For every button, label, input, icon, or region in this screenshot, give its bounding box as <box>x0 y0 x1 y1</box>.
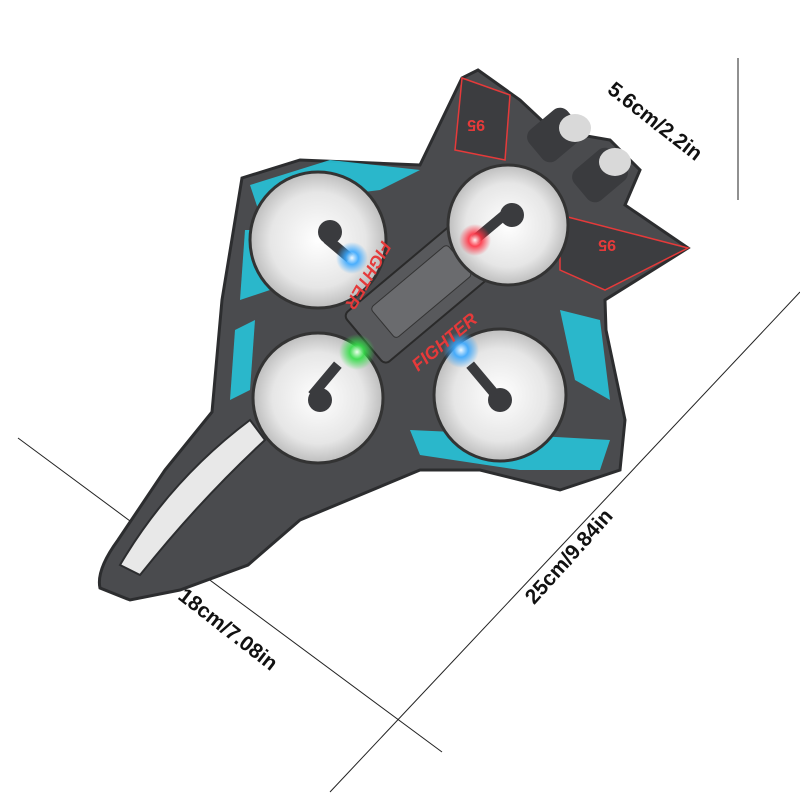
led-red <box>459 224 491 256</box>
dimension-lines <box>17 58 800 793</box>
tail-mark: 95 <box>467 116 485 133</box>
led-blue <box>336 242 368 274</box>
tail-mark: 95 <box>598 236 616 253</box>
engine-nozzles <box>527 107 631 203</box>
tail-fins: 95 95 <box>454 76 691 291</box>
width-dimension-line <box>17 437 443 753</box>
cockpit-canopy <box>118 418 267 577</box>
led-green <box>339 334 375 370</box>
length-dimension-line <box>329 291 800 793</box>
led-blue <box>443 332 479 368</box>
